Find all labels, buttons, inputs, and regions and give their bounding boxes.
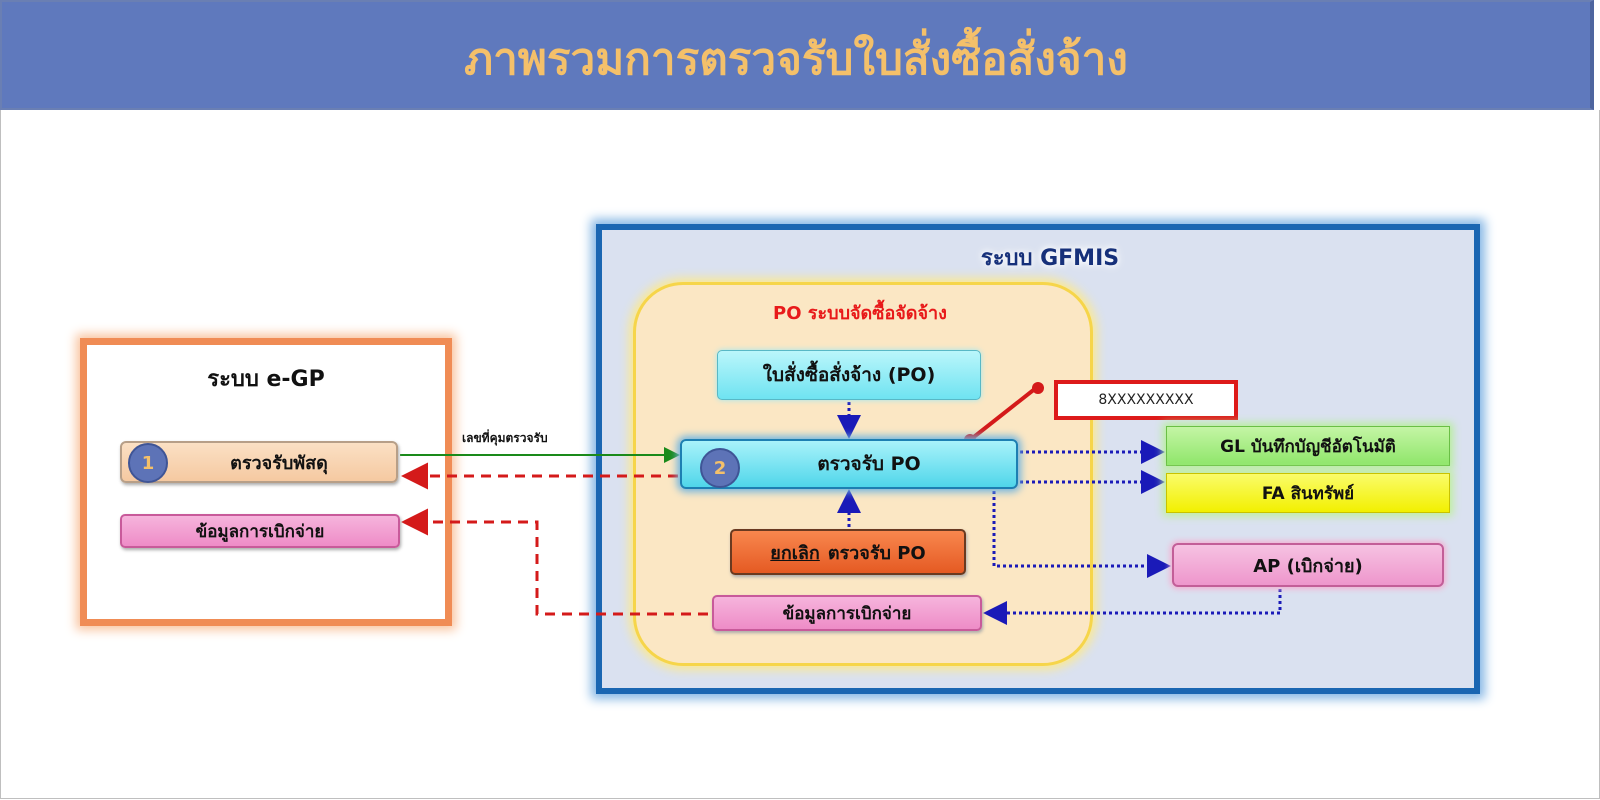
po-document-label: ใบสั่งซื้อสั่งจ้าง (PO)	[762, 364, 936, 386]
egp-inspect-label: ตรวจรับพัสดุ	[230, 452, 328, 474]
arrow-po-pay-to-egp-pay	[401, 508, 708, 616]
po-system-title: PO ระบบจัดซื้อจัดจ้าง	[773, 303, 947, 324]
arrow-ap-to-po-pay	[983, 589, 1282, 625]
callout-dot-number	[1032, 382, 1044, 394]
fa-node: FA สินทรัพย์	[1166, 473, 1450, 513]
step-1-badge: 1	[128, 443, 168, 483]
title-bar: ภาพรวมการตรวจรับใบสั่งซื้อสั่งจ้าง	[0, 0, 1594, 110]
egp-payment-label: ข้อมูลการเบิกจ่าย	[195, 521, 325, 542]
callout-line	[968, 386, 1038, 442]
egp-payment-node: ข้อมูลการเบิกจ่าย	[120, 514, 400, 548]
ap-node: AP (เบิกจ่าย)	[1172, 543, 1444, 587]
cancel-rest-label: ตรวจรับ PO	[827, 542, 926, 564]
cancel-word: ยกเลิก	[770, 542, 820, 564]
gfmis-system-title: ระบบ GFMIS	[980, 246, 1120, 271]
gl-node: GL บันทึกบัญชีอัตโนมัติ	[1166, 426, 1450, 466]
po-payment-node: ข้อมูลการเบิกจ่าย	[712, 595, 982, 631]
page-title: ภาพรวมการตรวจรับใบสั่งซื้อสั่งจ้าง	[464, 34, 1128, 85]
po-inspect-label: ตรวจรับ PO	[817, 453, 921, 475]
po-cancel-node: ยกเลิก ตรวจรับ PO	[730, 529, 966, 575]
egp-inspect-node: ตรวจรับพัสดุ	[120, 441, 398, 483]
po-document-node: ใบสั่งซื้อสั่งจ้าง (PO)	[717, 350, 981, 400]
step-2-badge: 2	[700, 448, 740, 488]
inspection-number-label: เลขที่คุมตรวจรับ	[462, 431, 548, 445]
arrow-inspect-to-ap	[992, 491, 1171, 578]
egp-system-title: ระบบ e-GP	[207, 367, 325, 392]
document-number-box: 8XXXXXXXXX	[1054, 380, 1238, 420]
po-payment-label: ข้อมูลการเบิกจ่าย	[782, 603, 912, 624]
